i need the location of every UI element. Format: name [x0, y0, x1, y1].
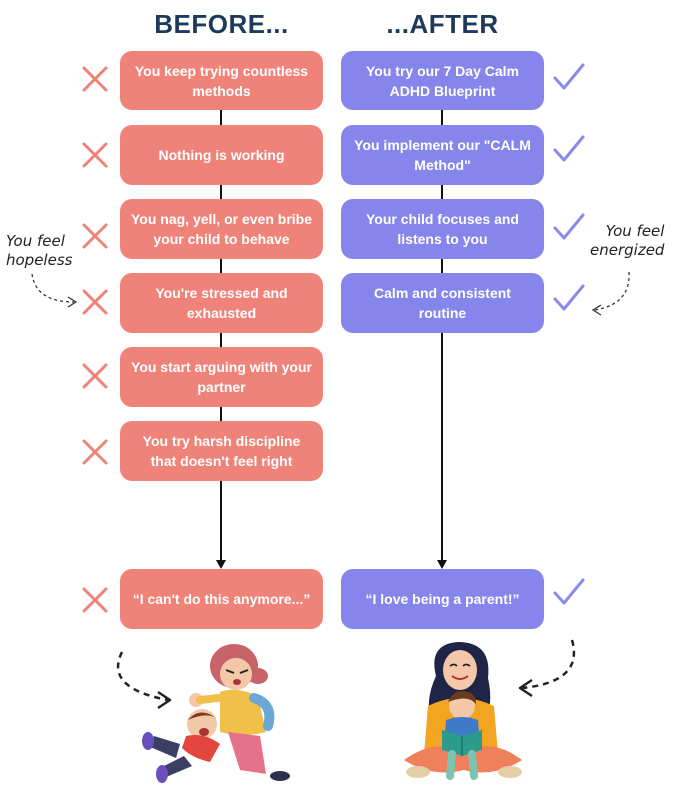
before-step-5: You start arguing with your partner [120, 347, 323, 407]
before-step-6: You try harsh discipline that doesn't fe… [120, 421, 323, 481]
note-right-line-2: energized [590, 241, 665, 259]
cross-icon [82, 142, 108, 168]
dashed-arrow-left-icon [31, 273, 78, 308]
cross-icon [82, 66, 108, 92]
check-icon [553, 284, 585, 311]
before-heading: BEFORE... [154, 9, 289, 39]
note-left-line-2: hopeless [6, 251, 73, 269]
happy-parent-reading-illustration [404, 642, 522, 780]
check-icon [553, 213, 585, 240]
dashed-arrow-right-icon [591, 271, 630, 316]
after-step-2: You implement our "CALM Method" [341, 125, 544, 185]
before-step-1: You keep trying countless methods [120, 51, 323, 110]
cross-icon [82, 439, 108, 465]
frustrated-parent-illustration [142, 644, 290, 783]
dashed-curved-arrow-right-icon [518, 639, 576, 698]
cross-icon [82, 289, 108, 315]
check-icon [553, 135, 585, 162]
after-step-4: Calm and consistent routine [341, 273, 544, 333]
cross-icon [82, 223, 108, 249]
after-timeline-arrowhead [437, 560, 447, 569]
after-step-3: Your child focuses and listens to you [341, 199, 544, 259]
cross-icon [82, 363, 108, 389]
note-left-line-1: You feel [6, 232, 65, 250]
note-left: You feel hopeless [6, 232, 72, 270]
note-right: You feel energized [590, 222, 664, 260]
before-step-2: Nothing is working [120, 125, 323, 185]
dashed-curved-arrow-left-icon [116, 651, 172, 710]
check-icon [553, 63, 585, 90]
check-icon [553, 578, 585, 605]
note-right-line-1: You feel [605, 222, 665, 240]
before-step-4: You're stressed and exhausted [120, 273, 323, 333]
before-step-3: You nag, yell, or even bribe your child … [120, 199, 323, 259]
after-step-1: You try our 7 Day Calm ADHD Blueprint [341, 51, 544, 110]
after-step-final: “I love being a parent!” [341, 569, 544, 629]
after-heading: ...AFTER [386, 9, 499, 39]
cross-icon [82, 587, 108, 613]
before-step-final: “I can't do this anymore...” [120, 569, 323, 629]
before-timeline-arrowhead [216, 560, 226, 569]
